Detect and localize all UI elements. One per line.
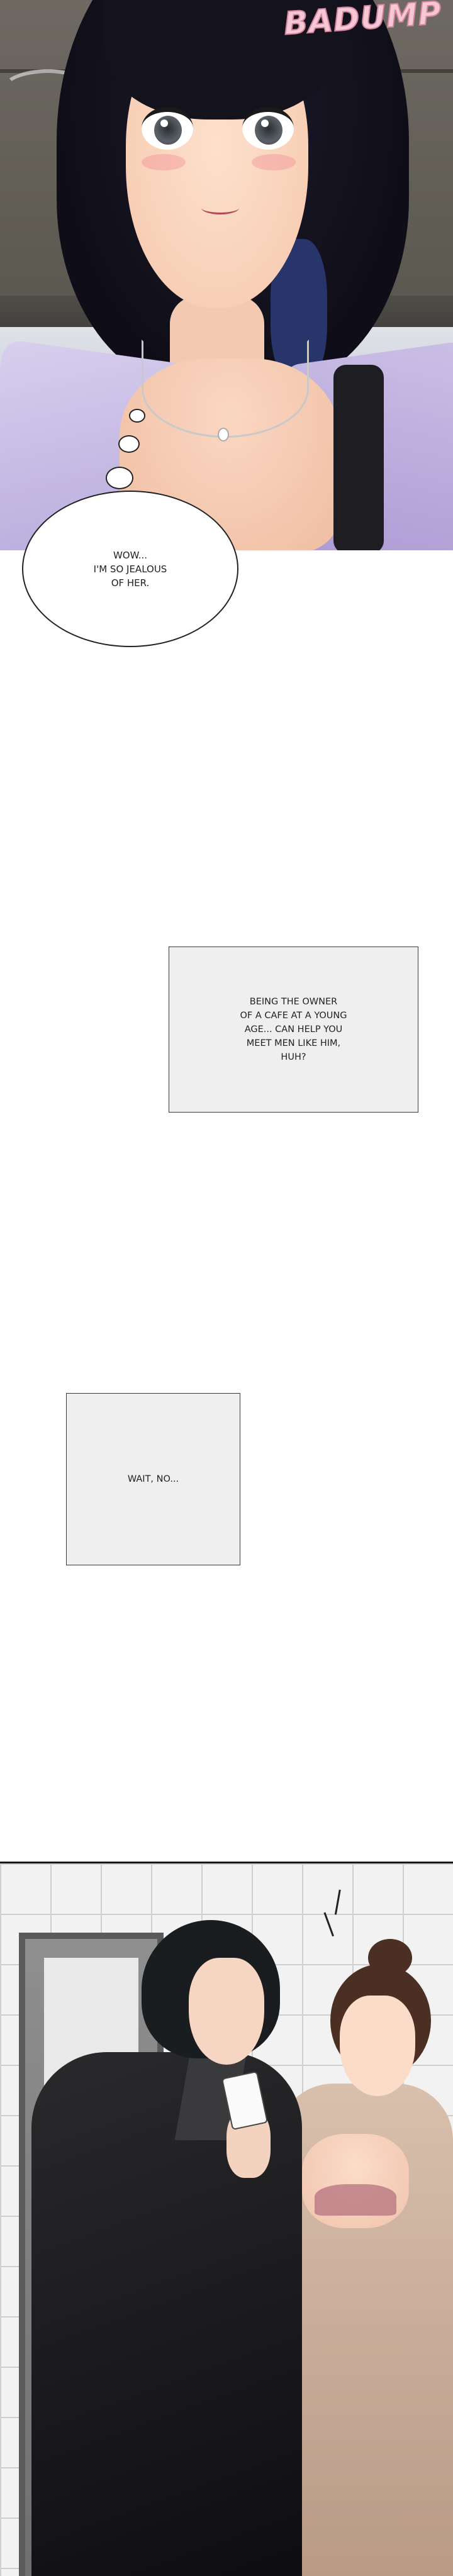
right-iris	[255, 116, 282, 145]
left-iris	[154, 116, 182, 145]
woman-face	[340, 1996, 415, 2096]
left-eye	[142, 107, 193, 150]
panel-couple	[0, 1862, 453, 2576]
right-blush	[252, 154, 296, 170]
necklace	[142, 340, 309, 438]
lace-top	[315, 2184, 396, 2216]
bangs	[104, 0, 337, 119]
narration-text-1: BEING THE OWNER OF A CAFE AT A YOUNG AGE…	[240, 997, 347, 1062]
emote-line-2	[334, 1889, 366, 1919]
narration-text-2: WAIT, NO...	[127, 1474, 179, 1484]
black-top-strap	[333, 365, 384, 550]
right-eye	[242, 107, 294, 150]
man-face	[189, 1958, 264, 2065]
thought-text: WOW... I'M SO JEALOUS OF HER.	[93, 549, 167, 589]
thought-bubble: WOW... I'M SO JEALOUS OF HER.	[22, 491, 238, 647]
woman-hair-bun	[368, 1939, 412, 1977]
thought-dot-large	[106, 467, 133, 489]
thought-dot-medium	[118, 435, 140, 453]
pendant	[218, 428, 229, 441]
left-blush	[142, 154, 186, 170]
mouth	[201, 201, 239, 214]
sound-effect: BADUMP	[282, 0, 444, 43]
thought-dot-small	[129, 409, 145, 423]
right-eye-glint	[261, 119, 269, 127]
narration-box-1: BEING THE OWNER OF A CAFE AT A YOUNG AGE…	[169, 947, 418, 1113]
left-eye-glint	[160, 119, 168, 127]
narration-box-2: WAIT, NO...	[66, 1393, 240, 1565]
panel-woman-closeup: BADUMP	[0, 0, 453, 550]
